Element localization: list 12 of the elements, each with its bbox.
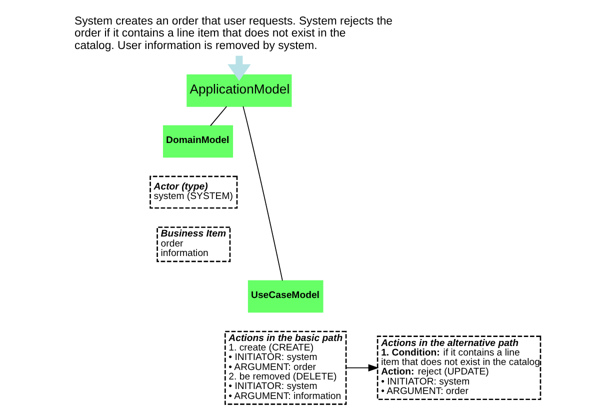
node-box: Actions in the alternative path 1. Condition: if it contains a line item that does not exist in the catalog Action: reject (UPDATE) • INITIATOR: system • ARGUMENT: order (376, 336, 541, 400)
node-box: Actor (type) system (SYSTEM) (149, 176, 238, 209)
arrow (227, 56, 250, 81)
node-box: Actions in the basic path 1. create (CREATE) • INITIATOR: system • ARGUMENT: order 2. be removed (DELETE) • INITIATOR: system • ARGUMENT: information (224, 330, 346, 405)
node-box: DomainModel (162, 125, 233, 158)
connector (242, 106, 282, 281)
connector (210, 106, 227, 126)
node-box: UseCaseModel (247, 280, 323, 313)
node-box: ApplicationModel (186, 74, 292, 107)
arrow (345, 364, 378, 372)
node-box: Business Item order information (156, 226, 230, 262)
node-text: System creates an order that user requests. System rejects the order if it contains a line item that does not exist in the catalog. User information is removed by system. (74, 15, 392, 52)
